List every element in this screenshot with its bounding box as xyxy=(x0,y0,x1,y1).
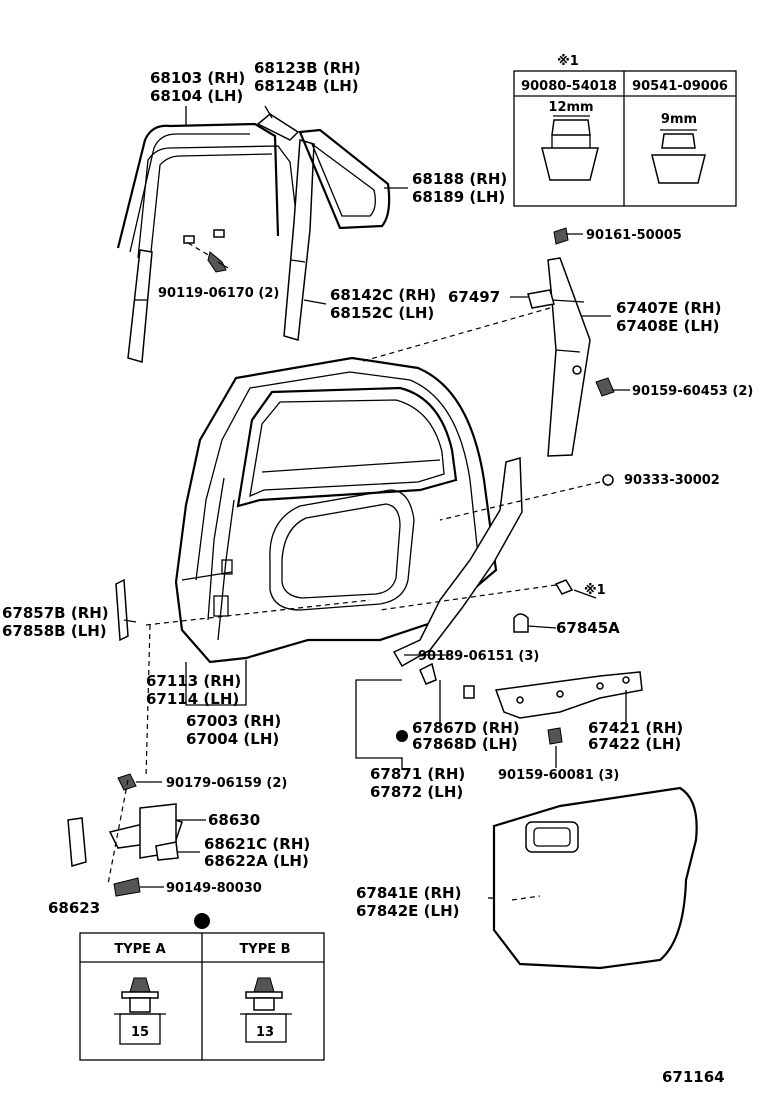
label-68623: 68623 xyxy=(48,899,100,917)
rod-67867-icon xyxy=(419,662,437,685)
label-67004-lh: 67004 (LH) xyxy=(186,730,279,748)
type-table: TYPE A TYPE B 15 13 xyxy=(79,913,325,1061)
fastener-type-a-icon xyxy=(114,977,166,1045)
fastener-type-b-icon xyxy=(240,977,292,1043)
clip-ref1-icon xyxy=(554,579,574,595)
label-90189: 90189-06151 (3) xyxy=(418,649,539,664)
label-67845a: 67845A xyxy=(556,619,620,637)
bolt-90149-icon xyxy=(113,877,141,897)
rear-door-panel xyxy=(174,356,498,664)
label-68630: 68630 xyxy=(208,811,260,829)
label-90161: 90161-50005 xyxy=(586,228,682,243)
label-68621c-rh: 68621C (RH) xyxy=(204,835,310,853)
plug-67845-icon xyxy=(513,613,529,633)
label-68188-rh: 68188 (RH) xyxy=(412,170,507,188)
label-68152c-lh: 68152C (LH) xyxy=(330,304,434,322)
type-b-dim: 13 xyxy=(256,1025,274,1040)
label-68123b-rh: 68123B (RH) xyxy=(254,59,361,77)
label-ref1: ※1 xyxy=(584,583,606,598)
ref-table-title: ※1 xyxy=(557,54,579,69)
label-67857b-rh: 67857B (RH) xyxy=(2,604,109,622)
type-table-marker-icon xyxy=(194,913,210,929)
door-trim-panel xyxy=(492,786,698,970)
plug-90333-icon xyxy=(602,474,614,486)
leader-lines xyxy=(123,105,630,899)
label-67422-lh: 67422 (LH) xyxy=(588,735,681,753)
label-67407e-rh: 67407E (RH) xyxy=(616,299,721,317)
type-marker-icon xyxy=(396,730,408,742)
label-68103-rh: 68103 (RH) xyxy=(150,69,245,87)
glass-run-channel xyxy=(359,227,615,457)
label-90159-60453: 90159-60453 (2) xyxy=(632,384,753,399)
label-67114-lh: 67114 (LH) xyxy=(146,690,239,708)
bracket-68623-icon xyxy=(67,817,87,867)
label-67408e-lh: 67408E (LH) xyxy=(616,317,719,335)
label-68104-lh: 68104 (LH) xyxy=(150,87,243,105)
clip-small-icon xyxy=(651,129,706,184)
part-labels: 68103 (RH) 68104 (LH) 68123B (RH) 68124B… xyxy=(2,59,753,920)
label-67003-rh: 67003 (RH) xyxy=(186,712,281,730)
label-67867d-rh: 67867D (RH) xyxy=(412,719,520,737)
drawing-number: 671164 xyxy=(662,1068,725,1086)
screw-90161-icon xyxy=(553,227,569,245)
label-90119: 90119-06170 (2) xyxy=(158,286,279,301)
label-67421-rh: 67421 (RH) xyxy=(588,719,683,737)
bolt-90159b-icon xyxy=(547,727,563,745)
ref-col2-dim: 9mm xyxy=(661,112,697,127)
label-67841e-rh: 67841E (RH) xyxy=(356,884,461,902)
label-67871-rh: 67871 (RH) xyxy=(370,765,465,783)
label-67858b-lh: 67858B (LH) xyxy=(2,622,107,640)
label-90159-60081: 90159-60081 (3) xyxy=(498,768,619,783)
label-67113-rh: 67113 (RH) xyxy=(146,672,241,690)
bracket-67497-icon xyxy=(527,289,555,309)
clip-90189-icon xyxy=(463,685,475,699)
label-90149: 90149-80030 xyxy=(166,881,262,896)
window-molding-assembly xyxy=(116,113,391,363)
label-67872-lh: 67872 (LH) xyxy=(370,783,463,801)
label-68622a-lh: 68622A (LH) xyxy=(204,852,309,870)
label-90179: 90179-06159 (2) xyxy=(166,776,287,791)
strip-67857-icon xyxy=(115,578,129,642)
label-90333: 90333-30002 xyxy=(624,473,720,488)
label-67497: 67497 xyxy=(448,288,500,306)
clip-large-icon xyxy=(541,115,599,181)
label-68124b-lh: 68124B (LH) xyxy=(254,77,359,95)
type-a-dim: 15 xyxy=(131,1025,149,1040)
type-b-label: TYPE B xyxy=(239,942,290,957)
inside-handle-icon xyxy=(525,821,579,853)
screw-90119-icon xyxy=(207,251,227,273)
door-lock-assembly xyxy=(396,662,643,745)
quarter-window-glass xyxy=(298,128,391,230)
label-67842e-lh: 67842E (LH) xyxy=(356,902,459,920)
ref-col2-part: 90541-09006 xyxy=(632,79,728,94)
label-68189-lh: 68189 (LH) xyxy=(412,188,505,206)
clip-reference-table: ※1 90080-54018 90541-09006 12mm 9mm xyxy=(513,54,737,207)
ref-col1-dim: 12mm xyxy=(548,100,593,115)
ref-col1-part: 90080-54018 xyxy=(521,79,617,94)
type-a-label: TYPE A xyxy=(114,942,165,957)
bolt-90179-icon xyxy=(117,773,137,791)
bolt-90159-icon xyxy=(595,377,615,397)
door-hinge-assembly xyxy=(67,599,371,897)
label-68142c-rh: 68142C (RH) xyxy=(330,286,436,304)
label-67868d-lh: 67868D (LH) xyxy=(412,735,518,753)
door-weatherstrip xyxy=(392,457,523,668)
